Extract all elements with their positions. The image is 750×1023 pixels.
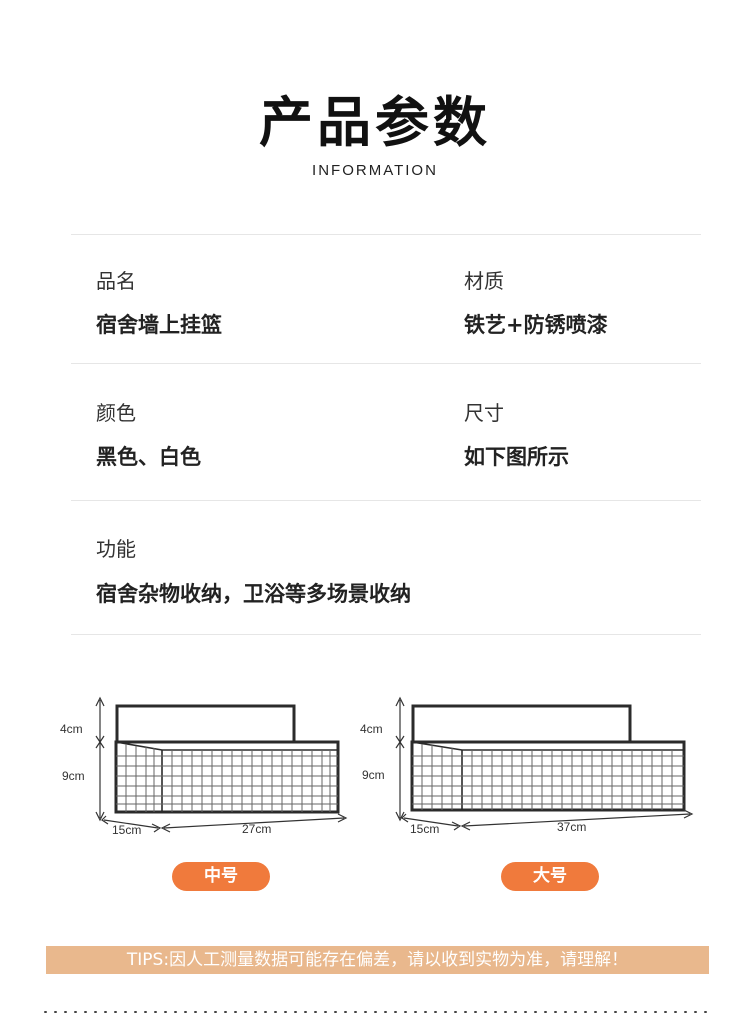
color-value: 黑色、白色	[96, 445, 201, 469]
name-label: 品名	[96, 269, 136, 293]
dotted-divider	[44, 1011, 712, 1013]
divider	[71, 363, 701, 364]
tips-banner: TIPS:因人工测量数据可能存在偏差，请以收到实物为准，请理解！	[46, 946, 709, 974]
function-label: 功能	[96, 537, 136, 561]
size-value: 如下图所示	[464, 445, 569, 469]
size-medium-button[interactable]: 中号	[172, 862, 270, 891]
handle-height-label: 4cm	[360, 722, 383, 736]
large-basket-diagram: 4cm 9cm 15cm 37cm	[360, 696, 694, 836]
medium-basket-diagram: 4cm 9cm 15cm 27cm	[60, 696, 348, 837]
size-large-button[interactable]: 大号	[501, 862, 599, 891]
page-title: 产品参数	[259, 91, 491, 154]
color-label: 颜色	[96, 401, 136, 425]
depth-label: 15cm	[410, 822, 439, 836]
basket-height-label: 9cm	[62, 769, 85, 783]
page-subtitle: INFORMATION	[312, 162, 438, 179]
size-label: 尺寸	[464, 401, 504, 425]
function-value: 宿舍杂物收纳，卫浴等多场景收纳	[96, 582, 411, 606]
divider	[71, 634, 701, 635]
depth-label: 15cm	[112, 823, 141, 837]
basket-height-label: 9cm	[362, 768, 385, 782]
material-value: 铁艺+防锈喷漆	[464, 313, 608, 337]
divider	[71, 500, 701, 501]
width-label: 27cm	[242, 822, 271, 836]
material-label: 材质	[464, 269, 504, 293]
divider	[71, 234, 701, 235]
width-label: 37cm	[557, 820, 586, 834]
handle-height-label: 4cm	[60, 722, 83, 736]
name-value: 宿舍墙上挂篮	[96, 313, 222, 337]
